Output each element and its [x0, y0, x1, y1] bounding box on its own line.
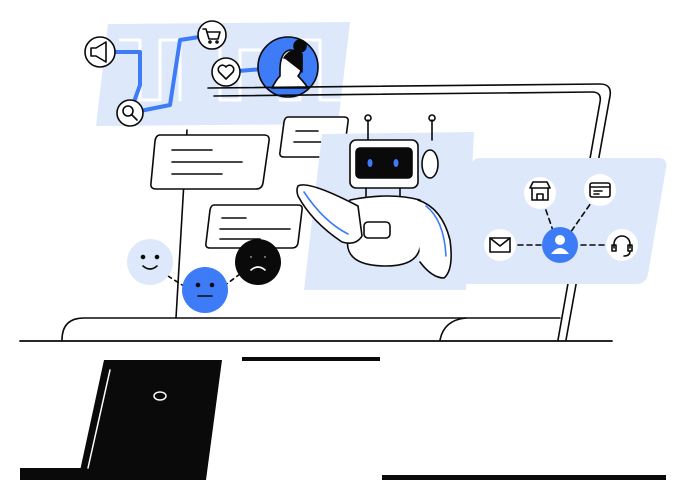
- smiley-face-icon: [127, 239, 173, 285]
- feedback-faces: [127, 239, 281, 313]
- user-avatar-icon: [257, 36, 319, 98]
- chat-bubble: [150, 134, 270, 190]
- user-icon: [542, 227, 578, 263]
- laptop-screen: [19, 83, 613, 342]
- support-channels-panel: [453, 158, 667, 284]
- customer-journey-panel: [84, 20, 350, 127]
- mail-icon: [484, 229, 516, 261]
- sad-face-icon: [235, 239, 281, 285]
- robot-icon: [296, 114, 474, 290]
- chat-bubble: [205, 204, 303, 249]
- browser-icon: [584, 174, 616, 206]
- neutral-face-icon: [182, 267, 228, 313]
- store-icon: [524, 177, 556, 209]
- search-icon: [116, 99, 144, 127]
- headset-icon: [606, 229, 638, 261]
- laptop-icon: [20, 357, 666, 480]
- megaphone-icon: [84, 36, 116, 68]
- heart-icon: [211, 57, 241, 87]
- cart-icon: [197, 20, 227, 50]
